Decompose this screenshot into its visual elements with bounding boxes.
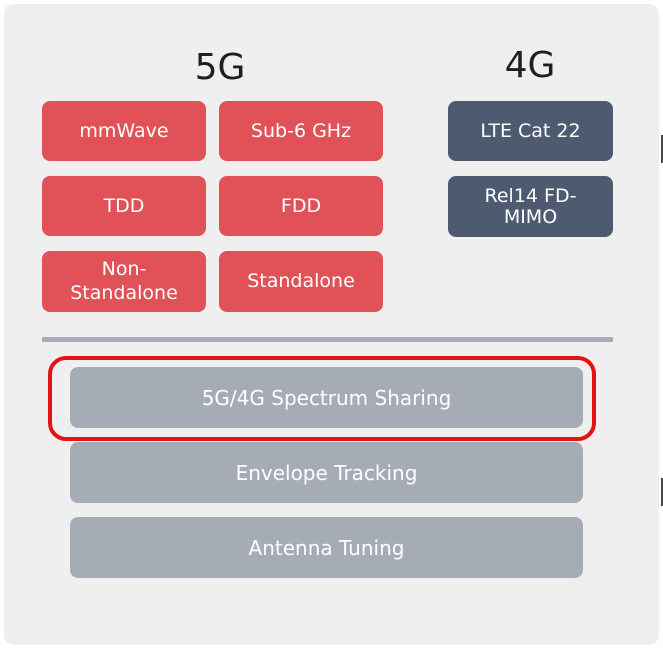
highlight-outline — [48, 356, 596, 441]
shared-spectrum-sharing: 5G/4G Spectrum Sharing — [70, 367, 583, 428]
feature-non-standalone: Non- Standalone — [42, 251, 206, 312]
heading-5g: 5G — [194, 47, 246, 88]
feature-standalone: Standalone — [219, 251, 383, 312]
feature-fdd: FDD — [219, 176, 383, 236]
edge-mark-top — [661, 135, 663, 163]
feature-mmwave: mmWave — [42, 101, 206, 161]
shared-envelope-tracking: Envelope Tracking — [70, 442, 583, 503]
heading-4g: 4G — [504, 45, 556, 86]
shared-antenna-tuning: Antenna Tuning — [70, 517, 583, 578]
feature-lte-cat-22: LTE Cat 22 — [448, 101, 613, 161]
feature-rel14-fd-mimo: Rel14 FD- MIMO — [448, 176, 613, 237]
edge-mark-bottom — [661, 478, 663, 506]
section-divider — [42, 337, 613, 342]
feature-tdd: TDD — [42, 176, 206, 236]
feature-sub6-ghz: Sub-6 GHz — [219, 101, 383, 161]
